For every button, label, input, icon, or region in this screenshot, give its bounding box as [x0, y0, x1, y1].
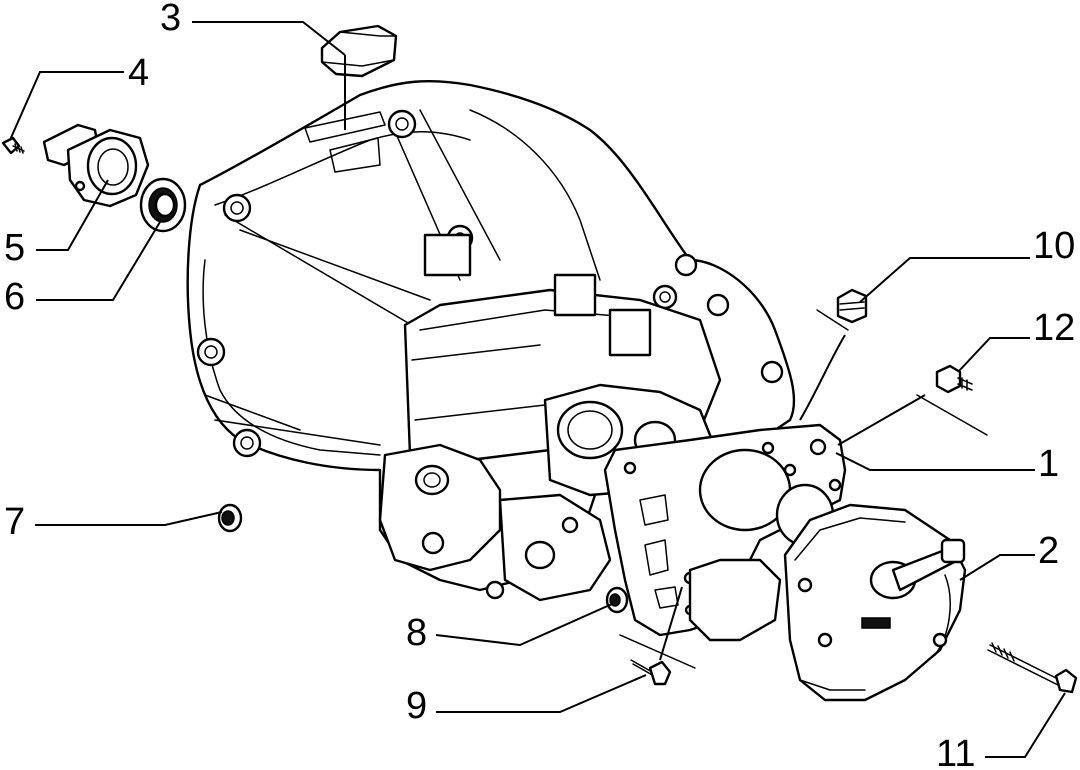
- small-screw-4: [1, 136, 25, 155]
- oil-seal: [139, 177, 187, 233]
- long-bolt-11: [987, 642, 1078, 694]
- bolt-12: [935, 364, 973, 394]
- callout-label-1: 1: [1038, 443, 1059, 485]
- callout-label-5: 5: [4, 227, 25, 269]
- callout-label-2: 2: [1038, 530, 1059, 572]
- callout-label-4: 4: [128, 52, 149, 94]
- plug-8: [605, 586, 629, 614]
- bush-10: [836, 288, 868, 324]
- leader-lines: [9, 21, 1066, 758]
- callout-label-9: 9: [406, 685, 427, 727]
- bearing-sleeve: [42, 123, 150, 208]
- callout-label-8: 8: [406, 612, 427, 654]
- reference-lines: [619, 309, 988, 669]
- rear-cover: [783, 503, 967, 702]
- bolt-9: [630, 659, 672, 686]
- callout-label-12: 12: [1033, 307, 1075, 349]
- callout-label-10: 10: [1033, 225, 1075, 267]
- callout-labels: 3 4 5 6 7 8 9 10 12 1 2 11: [4, 0, 1075, 770]
- gasket-plate: [603, 423, 847, 642]
- plug-7: [217, 503, 243, 533]
- callout-label-6: 6: [4, 276, 25, 318]
- callout-label-11: 11: [936, 733, 975, 770]
- callout-label-7: 7: [4, 501, 25, 543]
- callout-label-3: 3: [160, 0, 181, 39]
- rubber-cap: [320, 24, 398, 78]
